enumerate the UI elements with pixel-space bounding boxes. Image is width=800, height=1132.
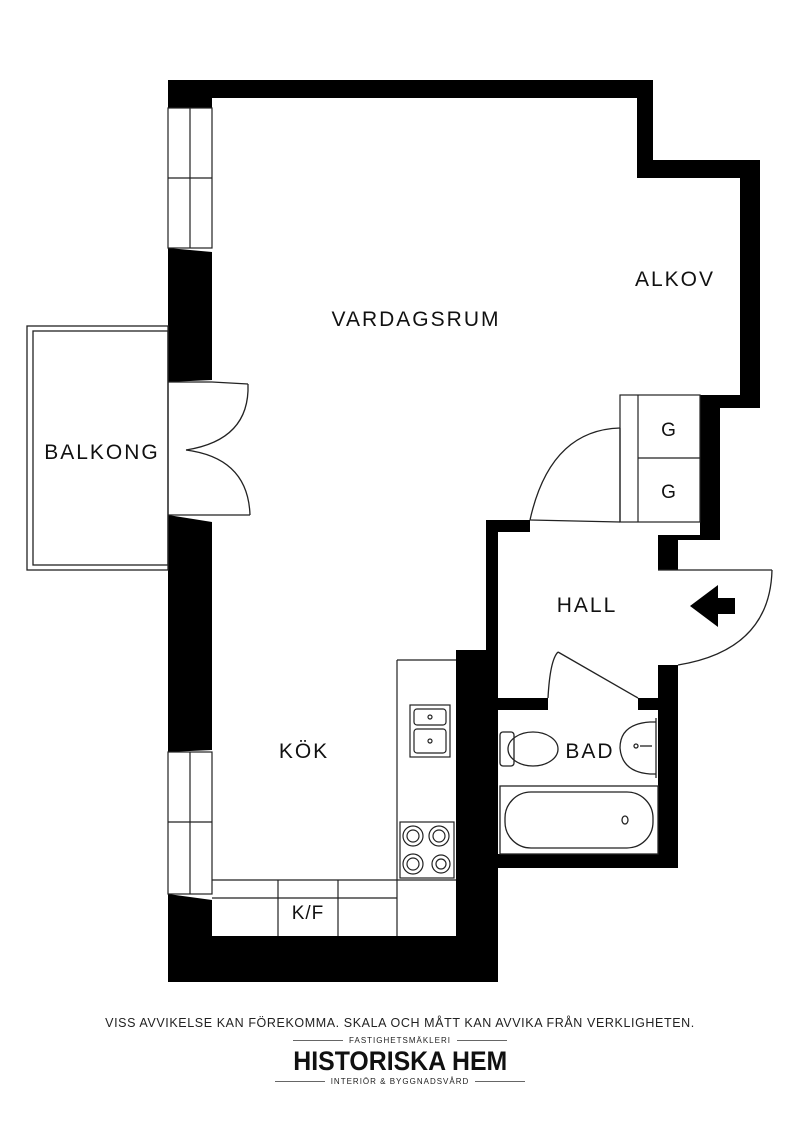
label-vardagsrum: VARDAGSRUM	[332, 308, 501, 331]
label-alkov: ALKOV	[635, 268, 715, 291]
kitchen-counter	[212, 659, 456, 936]
balcony-outline	[26, 325, 169, 571]
divider	[274, 1081, 325, 1082]
floor-plan: VARDAGSRUM ALKOV BALKONG HALL KÖK BAD G …	[26, 80, 773, 982]
entrance-door	[658, 569, 773, 666]
brand-bottom-text: INTERIÖR & BYGGNADSVÅRD	[330, 1077, 470, 1086]
divider	[475, 1081, 526, 1082]
balcony-door	[168, 381, 251, 516]
walls	[168, 80, 760, 982]
brand-name: HISTORISKA HEM	[293, 1046, 507, 1076]
hall-door	[529, 427, 621, 523]
label-kok: KÖK	[279, 740, 329, 763]
entrance-arrow-icon	[690, 585, 735, 627]
disclaimer-text: VISS AVVIKELSE KAN FÖREKOMMA. SKALA OCH …	[105, 1016, 695, 1030]
label-closet-1: G	[661, 420, 677, 441]
label-balkong: BALKONG	[44, 441, 160, 464]
bathroom-fixtures	[499, 718, 659, 855]
brand-logo: FASTIGHETSMÄKLERI HISTORISKA HEM INTERIÖ…	[0, 1036, 800, 1086]
closets	[619, 394, 701, 523]
label-bad: BAD	[565, 740, 614, 763]
divider	[456, 1040, 507, 1041]
label-appliance: K/F	[292, 903, 325, 924]
label-closet-2: G	[661, 482, 677, 503]
label-hall: HALL	[557, 594, 618, 617]
divider	[293, 1040, 344, 1041]
windows	[167, 107, 213, 895]
bath-door	[547, 651, 639, 699]
brand-top-text: FASTIGHETSMÄKLERI	[349, 1036, 451, 1045]
